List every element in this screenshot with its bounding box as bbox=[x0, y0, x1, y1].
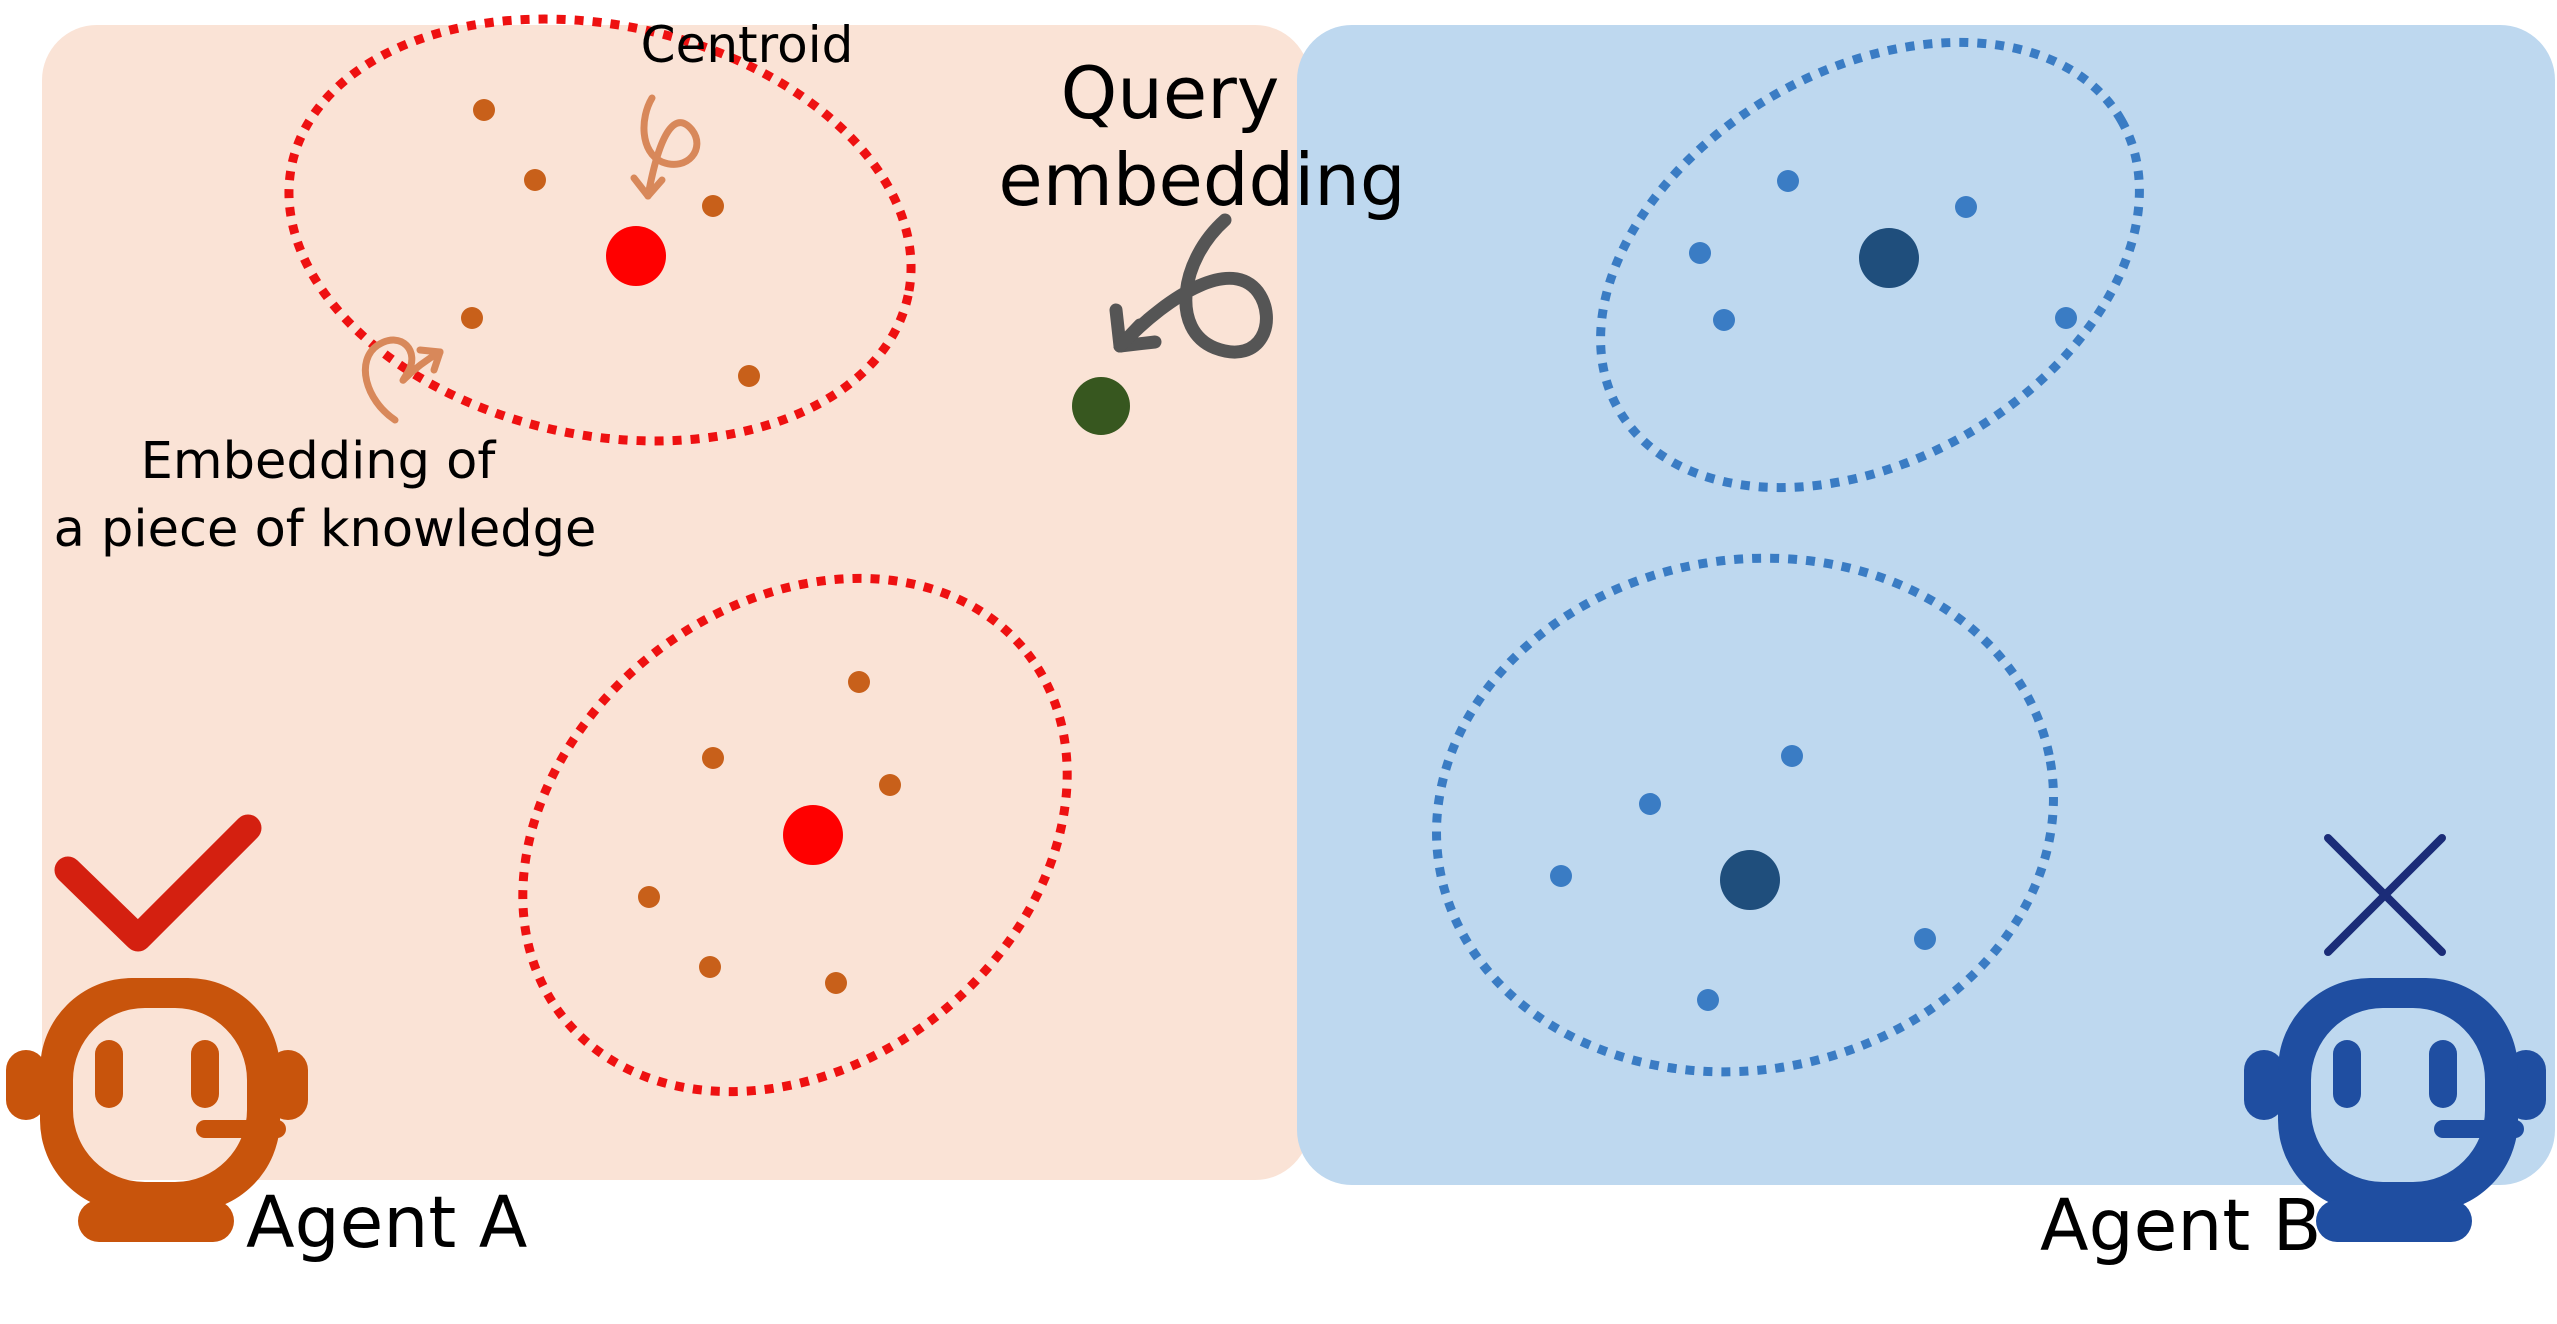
cluster-outline bbox=[1432, 553, 2058, 1077]
knowledge-embedding-label-line1: Embedding of bbox=[141, 432, 497, 491]
knowledge-points bbox=[1550, 745, 1936, 1011]
centroid-label: Centroid bbox=[641, 16, 854, 74]
knowledge-point bbox=[702, 747, 724, 769]
knowledge-arrow bbox=[361, 336, 444, 424]
knowledge-point bbox=[738, 365, 760, 387]
knowledge-point bbox=[1914, 928, 1936, 950]
knowledge-points bbox=[461, 99, 760, 387]
agent-a-cluster-bottom bbox=[518, 573, 1072, 1097]
check-icon bbox=[54, 814, 262, 952]
agent-a-cluster-top bbox=[284, 14, 916, 446]
knowledge-point bbox=[1689, 242, 1711, 264]
cluster-centroid bbox=[1720, 850, 1780, 910]
knowledge-point bbox=[699, 956, 721, 978]
knowledge-embedding-label-line2: a piece of knowledge bbox=[54, 500, 597, 559]
cluster-outline bbox=[1596, 37, 2144, 493]
knowledge-point bbox=[825, 972, 847, 994]
knowledge-point bbox=[879, 774, 901, 796]
agent-b-robot-icon bbox=[2244, 978, 2546, 1242]
query-embedding-label-line1: Query bbox=[1061, 51, 1280, 135]
knowledge-point bbox=[1955, 196, 1977, 218]
knowledge-point bbox=[1713, 309, 1735, 331]
centroid-arrow bbox=[630, 94, 701, 200]
knowledge-point bbox=[638, 886, 660, 908]
knowledge-point bbox=[1781, 745, 1803, 767]
agent-a-robot-icon bbox=[6, 978, 308, 1242]
knowledge-point bbox=[1550, 865, 1572, 887]
knowledge-points bbox=[638, 671, 901, 994]
knowledge-point bbox=[1639, 793, 1661, 815]
knowledge-point bbox=[1697, 989, 1719, 1011]
knowledge-point bbox=[524, 169, 546, 191]
knowledge-point bbox=[848, 671, 870, 693]
cluster-centroid bbox=[606, 226, 666, 286]
cluster-centroid bbox=[1859, 228, 1919, 288]
query-arrow bbox=[1109, 213, 1273, 359]
query-embedding-label-line2: embedding bbox=[998, 138, 1405, 222]
cluster-outline bbox=[284, 14, 916, 446]
agent-a-label: Agent A bbox=[246, 1181, 527, 1264]
agent-b-cluster-bottom bbox=[1432, 553, 2058, 1077]
agent-b-panel bbox=[1297, 25, 2555, 1185]
knowledge-points bbox=[1689, 170, 2077, 331]
query-point bbox=[1072, 377, 1130, 435]
knowledge-point bbox=[1777, 170, 1799, 192]
cross-icon bbox=[2324, 834, 2446, 956]
knowledge-point bbox=[2055, 307, 2077, 329]
agent-b-cluster-top bbox=[1596, 37, 2144, 493]
knowledge-point bbox=[461, 307, 483, 329]
knowledge-point bbox=[473, 99, 495, 121]
agent-b-label: Agent B bbox=[2040, 1184, 2321, 1267]
agent-a-panel bbox=[42, 25, 1310, 1180]
cluster-outline bbox=[518, 573, 1072, 1097]
cluster-centroid bbox=[783, 805, 843, 865]
knowledge-point bbox=[702, 195, 724, 217]
